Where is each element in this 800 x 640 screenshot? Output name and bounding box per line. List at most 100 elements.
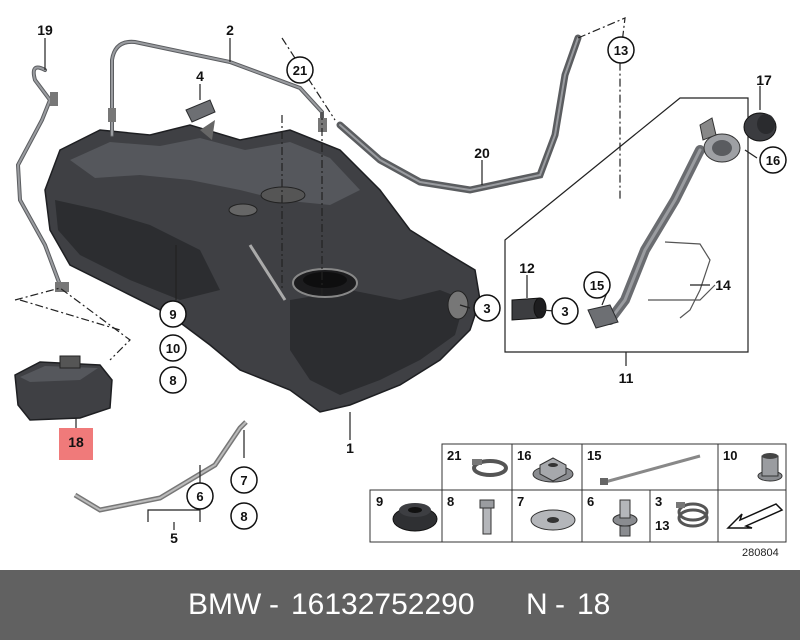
washer-7-icon (530, 509, 576, 531)
legend-label-13: 13 (655, 518, 669, 533)
bolt-8-icon (479, 499, 495, 535)
callout-number: 1 (346, 440, 354, 456)
callout-number: 13 (614, 43, 628, 58)
callout-circle (551, 297, 579, 325)
grommet-10-icon (757, 453, 783, 482)
footer-ref: 18 (577, 588, 610, 621)
footer-bar: BMW - 16132752290 N - 18 (0, 570, 800, 640)
callout-number: 15 (590, 278, 604, 293)
callout-circle (286, 56, 314, 84)
pad-4-drawing (185, 99, 216, 123)
parts-legend: 21 16 15 10 9 8 7 6 3 13 (369, 443, 787, 559)
hose-clamp-3-13-icon (676, 502, 709, 528)
legend-label-16: 16 (517, 448, 531, 463)
callout-3: 3 (551, 297, 579, 325)
callout-18: 18 (59, 428, 93, 460)
callout-number: 7 (240, 473, 247, 488)
seal-12-drawing (511, 297, 547, 321)
callout-number: 21 (293, 63, 307, 78)
callout-circle (230, 502, 258, 530)
callout-19: 19 (37, 22, 53, 38)
callout-9: 9 (159, 300, 187, 328)
legend-label-9: 9 (376, 494, 383, 509)
footer-brand: BMW (188, 588, 262, 621)
callout-number: 2 (226, 22, 234, 38)
callout-21: 21 (286, 56, 314, 84)
callout-circle (230, 466, 258, 494)
callout-14: 14 (715, 277, 731, 293)
hose-20-drawing (336, 34, 582, 194)
callout-circle (583, 271, 611, 299)
callout-number: 20 (474, 145, 490, 161)
callout-number: 4 (196, 68, 204, 84)
callout-20: 20 (474, 145, 490, 161)
hose-clamp-21-icon (472, 459, 508, 477)
fuel-cap-17-drawing (743, 112, 777, 142)
callout-10: 10 (159, 334, 187, 362)
tension-strap-5-drawing (73, 420, 248, 513)
footer-background (0, 570, 800, 640)
callout-15: 15 (583, 271, 611, 299)
callout-6: 6 (186, 482, 214, 510)
callout-4: 4 (196, 68, 204, 84)
callout-12: 12 (519, 260, 535, 276)
cable-tie-15-icon (600, 454, 701, 485)
callout-circle (607, 36, 635, 64)
callout-number: 6 (196, 489, 203, 504)
filler-neck-drawing (504, 97, 749, 353)
hose-19-drawing (15, 65, 69, 292)
legend-label-8: 8 (447, 494, 454, 509)
legend-label-15: 15 (587, 448, 601, 463)
legend-label-6: 6 (587, 494, 594, 509)
callout-8: 8 (230, 502, 258, 530)
clip-6-icon (612, 499, 638, 537)
footer-part-number: 16132752290 (291, 588, 475, 621)
rubber-grommet-9-icon (392, 503, 438, 532)
callout-number: 9 (169, 307, 176, 322)
carbon-canister-18-drawing (14, 355, 113, 421)
callout-number: 16 (766, 153, 780, 168)
callout-circle (186, 482, 214, 510)
callout-number: 5 (170, 530, 178, 546)
callout-circle (759, 146, 787, 174)
callout-8: 8 (159, 366, 187, 394)
fuel-tank-drawing (44, 120, 481, 413)
callout-number: 11 (619, 370, 634, 386)
callout-number: 19 (37, 22, 53, 38)
callout-highlight (59, 428, 93, 460)
callout-number: 17 (756, 72, 772, 88)
callout-11: 11 (619, 370, 634, 386)
callout-7: 7 (230, 466, 258, 494)
legend-label-21: 21 (447, 448, 461, 463)
nut-16-icon (532, 457, 574, 483)
callout-number: 10 (166, 341, 180, 356)
callout-13: 13 (607, 36, 635, 64)
footer-variant: N (526, 588, 548, 621)
legend-label-3: 3 (655, 494, 662, 509)
direction-arrow-icon (726, 503, 784, 529)
footer-separator-1: - (269, 588, 279, 621)
callout-16: 16 (759, 146, 787, 174)
legend-label-10: 10 (723, 448, 737, 463)
callout-circle (473, 294, 501, 322)
diagram-code: 280804 (742, 547, 779, 559)
callout-1: 1 (346, 440, 354, 456)
callout-circle (159, 300, 187, 328)
callout-number: 3 (483, 301, 490, 316)
callout-number: 8 (240, 509, 247, 524)
callout-number: 8 (169, 373, 176, 388)
callout-number: 14 (715, 277, 731, 293)
footer-separator-2: - (555, 588, 565, 621)
callout-number: 18 (68, 434, 84, 450)
callout-circle (159, 334, 187, 362)
callout-3: 3 (473, 294, 501, 322)
callout-17: 17 (756, 72, 772, 88)
callout-number: 12 (519, 260, 535, 276)
callout-2: 2 (226, 22, 234, 38)
callout-circle (159, 366, 187, 394)
callout-number: 3 (561, 304, 568, 319)
legend-label-7: 7 (517, 494, 524, 509)
